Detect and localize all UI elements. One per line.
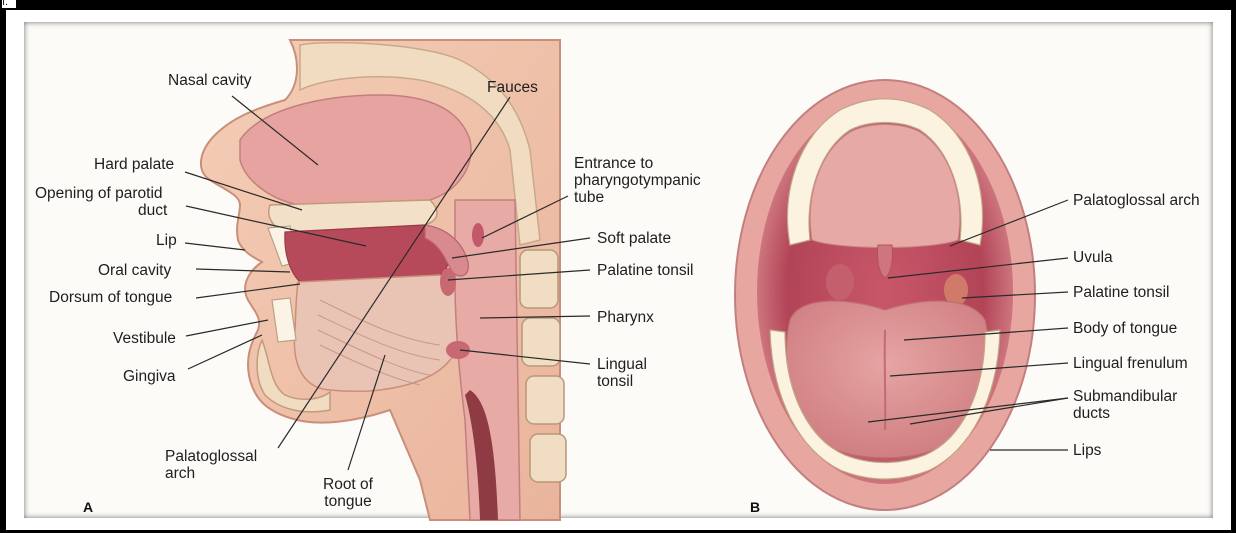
label-tube: tube — [574, 189, 604, 206]
label-ducts: ducts — [1073, 405, 1110, 422]
label-vestibule: Vestibule — [113, 330, 176, 347]
label-pharynx: Pharynx — [597, 309, 654, 326]
panel-letter-b: B — [750, 499, 760, 515]
label-oral-cavity: Oral cavity — [98, 262, 171, 279]
tube-opening — [472, 223, 484, 247]
label-uvula: Uvula — [1073, 249, 1113, 266]
frenulum-line — [885, 330, 886, 430]
label-submandibular: Submandibular — [1073, 388, 1177, 405]
label-nasal-cavity: Nasal cavity — [168, 72, 252, 89]
label-hard-palate: Hard palate — [94, 156, 174, 173]
label-gingiva: Gingiva — [123, 368, 176, 385]
label-dorsum-of-tongue: Dorsum of tongue — [49, 289, 172, 306]
label-arch: arch — [165, 465, 195, 482]
label-lip: Lip — [156, 232, 177, 249]
label-lingual-frenulum: Lingual frenulum — [1073, 355, 1188, 372]
palatine-tonsil-shape — [440, 268, 456, 296]
label-palatine-tonsil-a: Palatine tonsil — [597, 262, 694, 279]
panel-letter-a: A — [83, 499, 93, 515]
palatine-tonsil-left — [826, 264, 854, 300]
label-tonsil: tonsil — [597, 373, 633, 390]
lingual-tonsil-shape — [446, 341, 470, 359]
label-palatine-tonsil-b: Palatine tonsil — [1073, 284, 1170, 301]
label-duct: duct — [138, 202, 167, 219]
label-tongue: tongue — [320, 493, 376, 510]
label-palatoglossal: Palatoglossal — [165, 448, 257, 465]
label-fauces: Fauces — [487, 79, 538, 96]
label-opening-of-parotid: Opening of parotid — [35, 185, 163, 202]
label-root-of: Root of — [320, 476, 376, 493]
label-soft-palate: Soft palate — [597, 230, 671, 247]
label-entrance-to: Entrance to — [574, 155, 653, 172]
label-body-of-tongue: Body of tongue — [1073, 320, 1177, 337]
label-palatoglossal-arch: Palatoglossal arch — [1073, 192, 1200, 209]
open-mouth-view — [735, 80, 1035, 510]
label-pharyngotympanic: pharyngotympanic — [574, 172, 701, 189]
label-lingual: Lingual — [597, 356, 647, 373]
label-lips: Lips — [1073, 442, 1101, 459]
